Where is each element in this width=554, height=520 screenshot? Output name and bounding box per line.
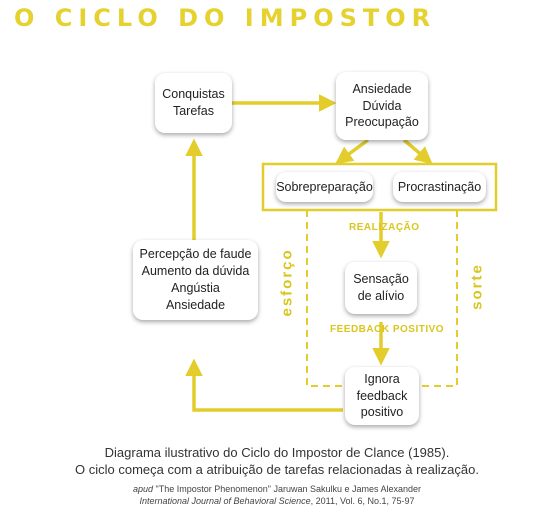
node-percepcao-line: Percepção de faude (139, 247, 252, 262)
node-procrastinacao: Procrastinação (393, 172, 486, 202)
caption-line-1: Diagrama ilustrativo do Ciclo do Imposto… (104, 445, 450, 460)
node-ansiedade: Ansiedade Dúvida Preocupação (336, 72, 428, 140)
node-sensacao: Sensação de alívio (345, 262, 417, 314)
strategy-group-frame (261, 162, 498, 212)
node-ansiedade-line: Dúvida (362, 98, 402, 113)
label-realizacao: REALIZAÇÃO (349, 222, 420, 233)
dashed-path-esforco (306, 210, 343, 387)
node-percepcao: Percepção de faude Aumento da dúvida Ang… (133, 240, 258, 320)
caption-line-2: O ciclo começa com a atribuição de taref… (75, 462, 479, 477)
source-article: "The Impostor Phenomenon" Jaruwan Sakulk… (155, 484, 422, 494)
node-sobrepreparacao-label: Sobrepreparação (276, 179, 373, 194)
node-percepcao-line: Aumento da dúvida (141, 264, 250, 279)
source-details: , 2011, Vol. 6, No.1, 75-97 (310, 496, 415, 506)
arrow-ansiedade-to-sobrepreparacao (335, 138, 370, 165)
node-conquistas-line: Tarefas (172, 104, 214, 118)
node-ignora: Ignora feedback positivo (345, 367, 419, 425)
label-sorte: sorte (468, 263, 486, 310)
source-line-1: apud "The Impostor Phenomenon" Jaruwan S… (0, 484, 554, 494)
node-ansiedade-line: Preocupação (345, 115, 419, 130)
node-ignora-line: positivo (360, 405, 404, 420)
source-journal: International Journal of Behavioral Scie… (139, 496, 311, 506)
label-esforco: esforço (278, 248, 296, 317)
node-sensacao-line: Sensação (353, 272, 409, 287)
label-feedback-positivo: FEEDBACK POSITIVO (330, 324, 445, 335)
node-conquistas: Conquistas Tarefas (155, 73, 232, 133)
node-sobrepreparacao: Sobrepreparação (276, 172, 373, 202)
node-percepcao-line: Angústia (171, 281, 220, 295)
arrow-ignora-to-percepcao (185, 358, 343, 412)
node-ignora-line: feedback (356, 388, 408, 403)
node-sensacao-line: de alívio (357, 289, 405, 303)
node-ignora-line: Ignora (364, 371, 400, 386)
dashed-path-sorte (419, 210, 458, 387)
node-conquistas-line: Conquistas (162, 87, 225, 102)
node-ansiedade-line: Ansiedade (352, 81, 412, 96)
node-procrastinacao-label: Procrastinação (397, 179, 482, 194)
source-line-2: International Journal of Behavioral Scie… (0, 496, 554, 506)
source-apud: apud (132, 484, 153, 494)
arrow-ansiedade-to-procrastinacao (402, 138, 433, 165)
diagram-title: O CICLO DO IMPOSTOR (14, 4, 437, 32)
node-percepcao-line: Ansiedade (165, 297, 226, 312)
